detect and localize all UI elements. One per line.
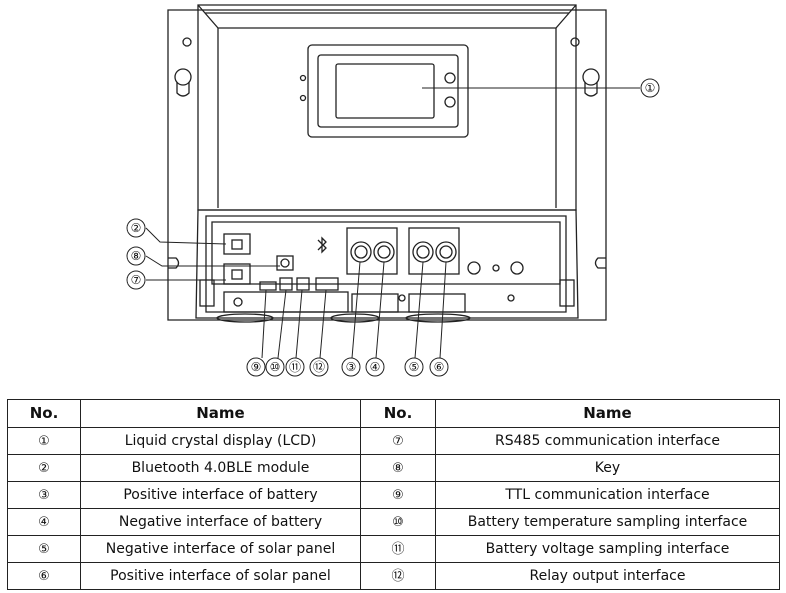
keyhole-right-icon [582,68,600,97]
row-number: ⑩ [360,508,436,536]
callout-7: ⑦ [126,270,146,290]
row-number: ⑧ [360,454,436,482]
keyhole-left-icon [174,68,192,97]
callout-4: ④ [365,357,385,377]
row-number: ⑫ [360,562,436,590]
table-row: ⑤ Negative interface of solar panel ⑪ Ba… [7,535,780,563]
callout-12: ⑫ [309,357,329,377]
row-number: ⑪ [360,535,436,563]
callout-1: ① [640,78,660,98]
row-number: ① [7,427,81,455]
table-row: ② Bluetooth 4.0BLE module ⑧ Key [7,454,780,482]
callout-8: ⑧ [126,246,146,266]
row-name: Negative interface of solar panel [80,535,361,563]
rj-port-bluetooth [223,233,251,255]
header-name: Name [80,399,361,428]
housing [197,4,577,211]
svg-text:③: ③ [346,360,357,374]
row-name: Battery voltage sampling interface [435,535,780,563]
row-name: Liquid crystal display (LCD) [80,427,361,455]
ttl-connector [259,281,277,291]
key-button [276,255,294,271]
svg-text:⑩: ⑩ [270,360,281,374]
interface-table: No. Name No. Name ① Liquid crystal displ… [7,399,780,590]
row-number: ④ [7,508,81,536]
svg-text:⑫: ⑫ [313,360,325,374]
callout-9: ⑨ [246,357,266,377]
row-number: ② [7,454,81,482]
svg-text:⑨: ⑨ [251,360,262,374]
row-number: ⑨ [360,481,436,509]
controller-diagram: ① ② ⑧ ⑦ ⑨ ⑩ ⑪ ⑫ [126,4,660,377]
screw-hole-icon [570,37,580,47]
voltage-connector [296,277,310,291]
svg-text:①: ① [645,81,656,95]
svg-text:⑦: ⑦ [131,273,142,287]
callout-3: ③ [341,357,361,377]
row-name: Battery temperature sampling interface [435,508,780,536]
row-name: Bluetooth 4.0BLE module [80,454,361,482]
solar-terminal-block [408,227,460,275]
table-header-row: No. Name No. Name [7,399,780,428]
row-number: ⑦ [360,427,436,455]
table-row: ④ Negative interface of battery ⑩ Batter… [7,508,780,536]
svg-text:⑥: ⑥ [434,360,445,374]
table-row: ③ Positive interface of battery ⑨ TTL co… [7,481,780,509]
lcd-module [299,44,469,138]
callout-5: ⑤ [404,357,424,377]
row-number: ⑤ [7,535,81,563]
callout-11: ⑪ [285,357,305,377]
row-name: Negative interface of battery [80,508,361,536]
bluetooth-icon [317,236,327,254]
header-no: No. [7,399,81,428]
row-name: Positive interface of solar panel [80,562,361,590]
row-name: Key [435,454,780,482]
row-name: Positive interface of battery [80,481,361,509]
rj-port-rs485 [223,263,251,285]
svg-text:⑪: ⑪ [289,360,301,374]
svg-text:⑤: ⑤ [409,360,420,374]
header-no: No. [360,399,436,428]
svg-text:⑧: ⑧ [131,249,142,263]
table-row: ⑥ Positive interface of solar panel ⑫ Re… [7,562,780,590]
row-number: ⑥ [7,562,81,590]
relay-connector [315,277,339,291]
table-row: ① Liquid crystal display (LCD) ⑦ RS485 c… [7,427,780,455]
svg-text:④: ④ [370,360,381,374]
row-name: Relay output interface [435,562,780,590]
svg-text:②: ② [131,221,142,235]
callout-2: ② [126,218,146,238]
screw-hole-icon [182,37,192,47]
callout-10: ⑩ [265,357,285,377]
row-name: RS485 communication interface [435,427,780,455]
battery-terminal-block [346,227,398,275]
header-name: Name [435,399,780,428]
mounting-plate [167,9,607,321]
row-name: TTL communication interface [435,481,780,509]
row-number: ③ [7,481,81,509]
callout-6: ⑥ [429,357,449,377]
